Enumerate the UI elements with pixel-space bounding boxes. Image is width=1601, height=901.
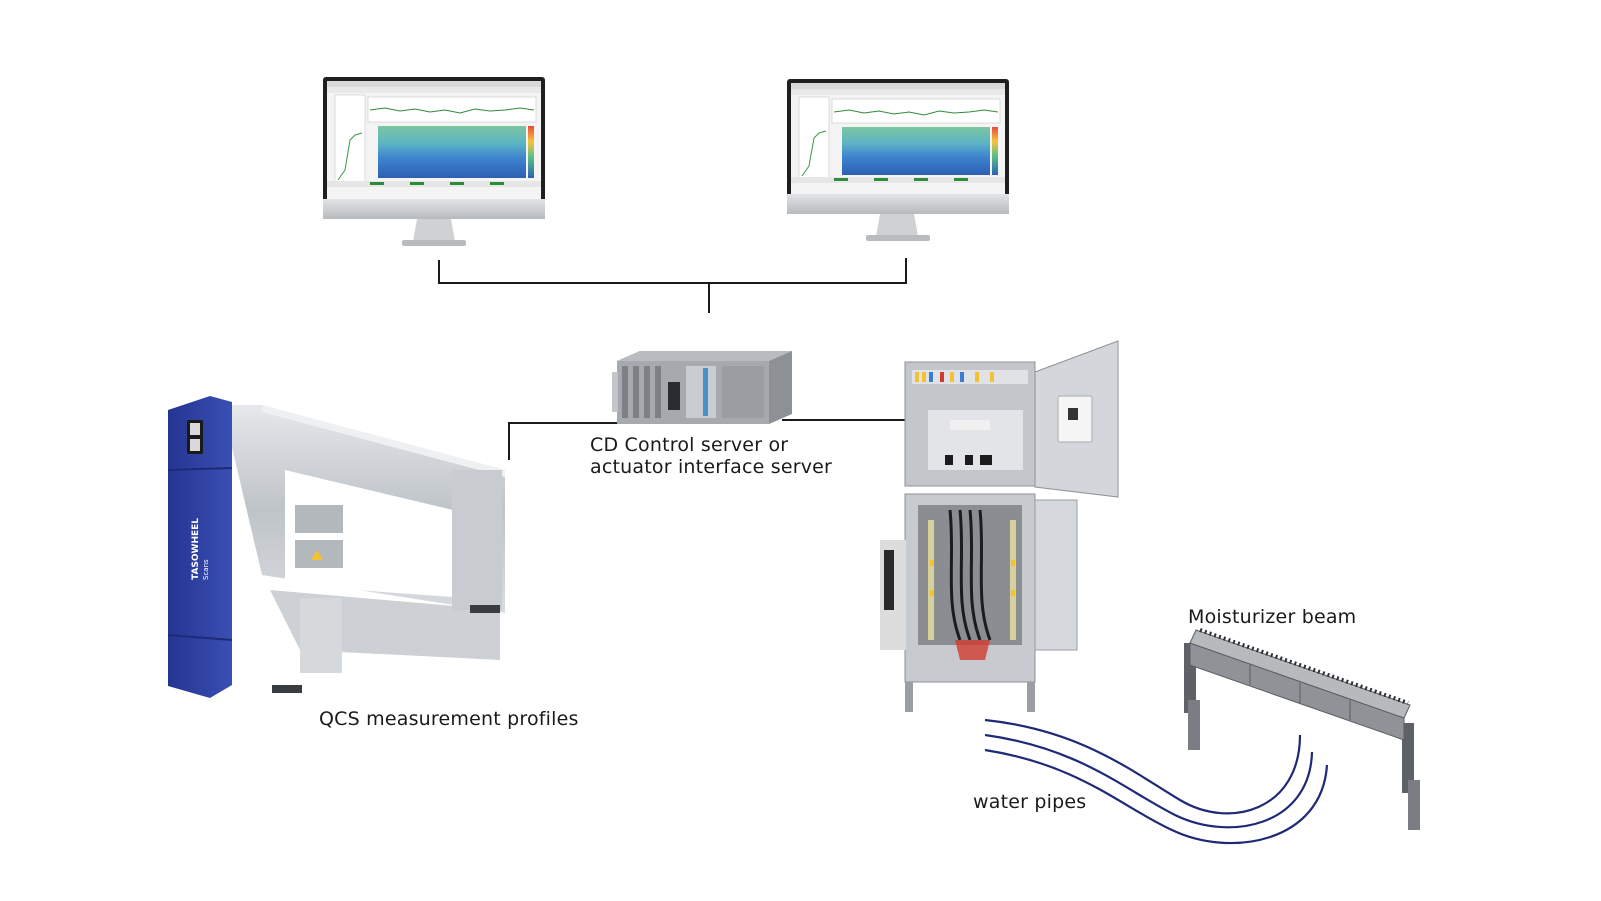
monitor-left xyxy=(323,77,545,246)
network-lines xyxy=(438,258,907,460)
server-unit xyxy=(612,351,792,424)
qcs-label: QCS measurement profiles xyxy=(319,708,579,730)
qcs-scanner: TASOWHEEL Scans xyxy=(167,396,505,698)
tasowheel-logo: TASOWHEEL Scans xyxy=(191,518,210,580)
server-label: CD Control server or actuator interface … xyxy=(590,434,832,478)
water-pipes xyxy=(984,718,1329,845)
moisturizer-label: Moisturizer beam xyxy=(1188,606,1357,628)
monitor-screen-right xyxy=(791,83,1005,183)
qcs-link-line xyxy=(508,422,629,460)
monitor-link-line xyxy=(438,258,907,284)
moisturizer-beam xyxy=(1184,628,1420,830)
monitor-screen-left xyxy=(327,81,541,187)
logo-brand-text: TASOWHEEL xyxy=(191,518,201,580)
logo-sub-text: Scans xyxy=(202,559,210,580)
server-label-line1: CD Control server or xyxy=(590,434,789,456)
monitor-right xyxy=(787,79,1009,241)
server-label-line2: actuator interface server xyxy=(590,456,833,478)
electrical-cabinet xyxy=(880,340,1119,712)
water-pipes-label: water pipes xyxy=(973,791,1087,813)
